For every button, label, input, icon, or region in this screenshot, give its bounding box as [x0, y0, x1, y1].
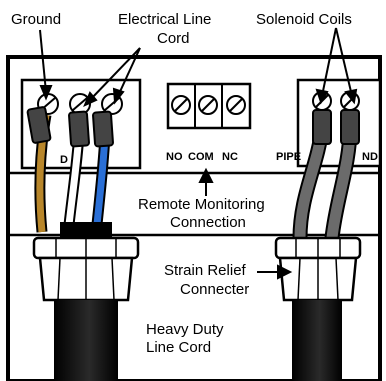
line-cord-sheath-top [60, 222, 112, 238]
gland-right-ridge-1 [297, 257, 301, 301]
label-electrical-line-2: Cord [157, 30, 190, 47]
label-heavy-duty-2: Line Cord [146, 339, 211, 356]
strain-relief-right [274, 236, 362, 381]
line-arrow-2-line [117, 47, 141, 97]
terminal-label-pipe: PIPE [276, 151, 301, 163]
solenoid-coil-wires [292, 109, 360, 239]
no-screw-slot [174, 98, 188, 112]
label-strain-relief-1: Strain Relief [164, 262, 247, 279]
label-strain-relief-2: Connecter [180, 281, 249, 298]
callout-arrows [39, 27, 358, 280]
coil-ferrule-2 [340, 109, 360, 145]
ground-arrow-line [39, 29, 47, 93]
remote-label-backdrop [134, 196, 286, 232]
remote-terminal-block: NO COM NC [166, 82, 252, 163]
label-solenoid-coils: Solenoid Coils [256, 11, 352, 28]
ground-ferrule [26, 106, 52, 144]
label-remote-monitoring-1: Remote Monitoring [138, 196, 265, 213]
line-cord-wires [26, 106, 114, 238]
solenoid-terminal-block: PIPE ND [276, 78, 382, 168]
line-ferrule-2 [92, 110, 114, 148]
coil-arrow-2-head [344, 88, 358, 105]
label-electrical-line-1: Electrical Line [118, 11, 211, 28]
strain-relief-left [32, 236, 140, 381]
ground-arrow-head [39, 85, 53, 101]
remote-arrow-head [198, 167, 214, 183]
gland-left-ridge-1 [57, 257, 61, 301]
com-screw-slot [201, 98, 215, 112]
terminal-label-nc: NC [222, 151, 238, 163]
heavy-duty-cord [54, 300, 118, 381]
coil-ferrule-1 [312, 109, 332, 145]
coil-arrow-2-line [335, 27, 353, 97]
terminal-label-no: NO [166, 151, 183, 163]
coil-arrow-1-head [315, 88, 329, 105]
label-heavy-duty-1: Heavy Duty [146, 321, 224, 338]
strain-arrow-head [277, 264, 293, 280]
terminal-label-right-partial: ND [362, 151, 378, 163]
gland-left-ridge-3 [111, 257, 115, 301]
terminal-label-left-partial: D [60, 154, 68, 166]
line-ferrule-1 [68, 110, 90, 148]
solenoid-cord [292, 300, 342, 381]
terminal-label-com: COM [188, 151, 214, 163]
label-remote-monitoring-2: Connection [170, 214, 246, 231]
nc-screw-slot [229, 98, 243, 112]
line-arrow-1-line [89, 47, 141, 101]
gland-right-ridge-3 [335, 257, 339, 301]
coil-arrow-1-line [321, 27, 337, 97]
line-screw-1-slot [72, 97, 88, 111]
label-ground: Ground [11, 11, 61, 28]
line-arrow-1-head [83, 91, 98, 107]
line-arrow-2-head [112, 87, 125, 105]
